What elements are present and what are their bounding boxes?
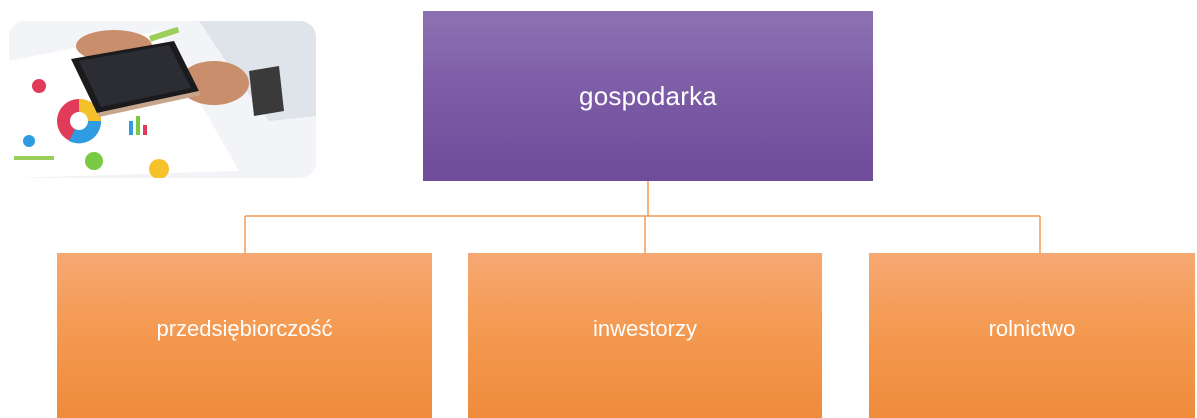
child-node-przedsiebiorczosc: przedsiębiorczość <box>57 253 432 418</box>
child-node-label: rolnictwo <box>988 315 1076 341</box>
root-node-label: gospodarka <box>579 80 717 111</box>
child-node-rolnictwo: rolnictwo <box>869 253 1195 418</box>
root-node-gospodarka: gospodarka <box>423 11 873 181</box>
child-node-inwestorzy: inwestorzy <box>468 253 822 418</box>
business-photo <box>9 21 316 178</box>
child-node-label: przedsiębiorczość <box>156 315 333 341</box>
child-node-label: inwestorzy <box>593 315 697 341</box>
